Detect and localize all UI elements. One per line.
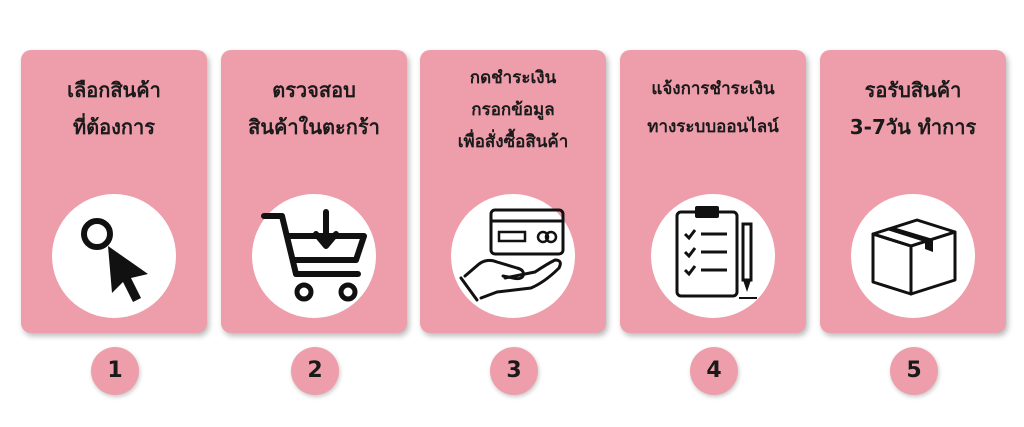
- step-3-title-line-3: เพื่อสั่งซื้อสินค้า: [457, 132, 569, 152]
- step-1-icon-circle: [52, 194, 176, 318]
- step-4-title-line-1: แจ้งการชำระเงิน: [651, 79, 775, 99]
- package-box-icon: [871, 218, 957, 296]
- step-2-icon-circle: [252, 194, 376, 318]
- step-5-title: รอรับสินค้า 3-7วัน ทำการ: [820, 72, 1006, 146]
- step-number-5: 5: [890, 347, 938, 395]
- step-card-2: ตรวจสอบ สินค้าในตะกร้า: [221, 50, 407, 333]
- step-card-3: กดชำระเงิน กรอกข้อมูล เพื่อสั่งซื้อสินค้…: [420, 50, 606, 333]
- step-1-title: เลือกสินค้า ที่ต้องการ: [21, 72, 207, 146]
- step-card-4: แจ้งการชำระเงิน ทางระบบออนไลน์: [620, 50, 806, 333]
- step-3-title-line-2: กรอกข้อมูล: [471, 100, 555, 120]
- step-2-title-line-2: สินค้าในตะกร้า: [248, 115, 380, 139]
- hand-credit-card-icon: [459, 208, 565, 302]
- step-5-title-line-2: 3-7วัน ทำการ: [849, 115, 977, 139]
- cart-download-icon: [261, 209, 367, 302]
- step-card-5: รอรับสินค้า 3-7วัน ทำการ: [820, 50, 1006, 333]
- step-3-title-line-1: กดชำระเงิน: [469, 68, 557, 88]
- step-3-icon-circle: [451, 194, 575, 318]
- step-5-title-line-1: รอรับสินค้า: [864, 78, 962, 102]
- step-4-title: แจ้งการชำระเงิน ทางระบบออนไลน์: [620, 70, 806, 146]
- step-4-title-line-2: ทางระบบออนไลน์: [647, 117, 779, 137]
- step-1-title-line-2: ที่ต้องการ: [72, 115, 156, 139]
- step-number-1: 1: [91, 347, 139, 395]
- step-1-title-line-1: เลือกสินค้า: [67, 78, 161, 102]
- step-number-3: 3: [490, 347, 538, 395]
- step-2-title-line-1: ตรวจสอบ: [272, 78, 356, 102]
- step-number-2: 2: [291, 347, 339, 395]
- step-number-4: 4: [690, 347, 738, 395]
- step-5-icon-circle: [851, 194, 975, 318]
- cursor-click-icon: [81, 218, 148, 302]
- step-card-1: เลือกสินค้า ที่ต้องการ: [21, 50, 207, 333]
- clipboard-checklist-icon: [675, 206, 757, 299]
- step-4-icon-circle: [651, 194, 775, 318]
- step-2-title: ตรวจสอบ สินค้าในตะกร้า: [221, 72, 407, 146]
- step-3-title: กดชำระเงิน กรอกข้อมูล เพื่อสั่งซื้อสินค้…: [420, 62, 606, 158]
